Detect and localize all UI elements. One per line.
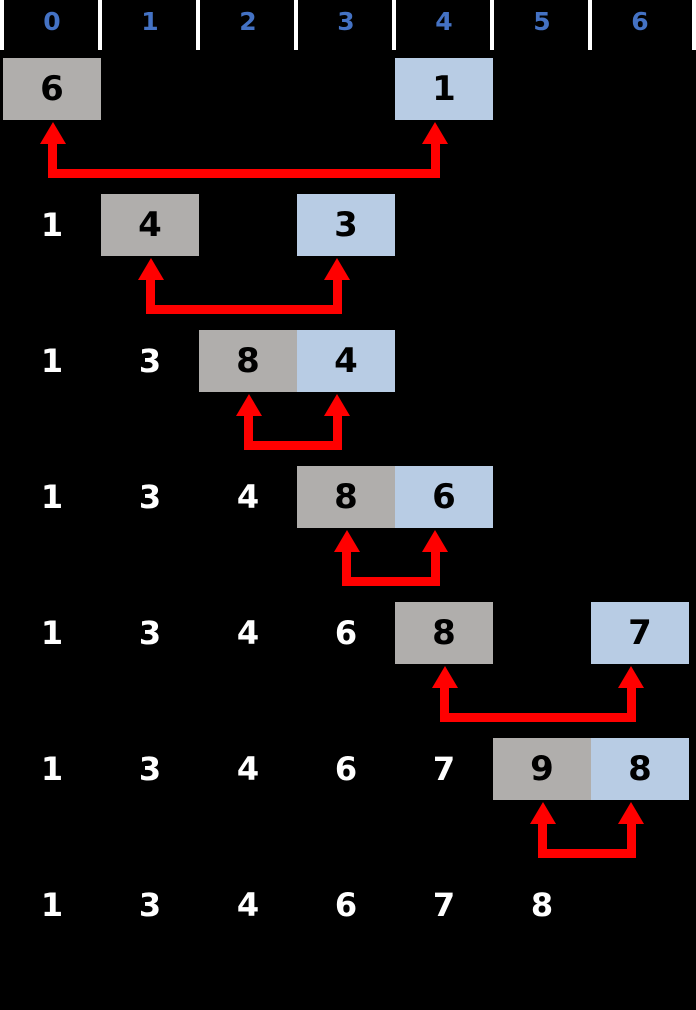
sorted-value-cell[interactable]: 1 — [40, 478, 64, 516]
sorted-value-cell[interactable]: 1 — [40, 614, 64, 652]
swap-arrow-bar — [145, 305, 342, 314]
index-label-4: 4 — [435, 7, 453, 36]
index-label-5: 5 — [533, 7, 551, 36]
sorted-value-cell[interactable]: 3 — [138, 478, 162, 516]
index-label-6: 6 — [631, 7, 649, 36]
sorted-value-cell[interactable]: 4 — [236, 478, 260, 516]
swap-arrow-bar — [537, 849, 636, 858]
swap-arrow-shaft-right — [626, 814, 636, 858]
arrow-head-up-right-icon — [617, 666, 644, 688]
index-label-2: 2 — [239, 7, 257, 36]
arrow-head-up-left-icon — [39, 122, 66, 144]
sorted-value-cell[interactable]: 1 — [40, 206, 64, 244]
arrow-head-up-right-icon — [323, 258, 350, 280]
sorted-value-cell[interactable]: 1 — [40, 342, 64, 380]
arrow-head-up-right-icon — [323, 394, 350, 416]
sorted-value-cell[interactable]: 4 — [236, 750, 260, 788]
swap-arrow-bar — [243, 441, 342, 450]
swap-arrow-shaft-left — [439, 678, 449, 722]
index-label-0: 0 — [43, 7, 61, 36]
compared-cell-gray[interactable]: 4 — [101, 194, 199, 256]
arrow-head-up-left-icon — [137, 258, 164, 280]
index-label-3: 3 — [337, 7, 355, 36]
sorted-value-cell[interactable]: 7 — [432, 750, 456, 788]
swap-arrow-shaft-right — [332, 270, 342, 314]
compared-cell-gray[interactable]: 9 — [493, 738, 591, 800]
arrow-head-up-right-icon — [617, 802, 644, 824]
swap-arrow-shaft-left — [537, 814, 547, 858]
sorted-value-cell[interactable]: 6 — [334, 886, 358, 924]
index-tick — [196, 0, 200, 50]
index-tick — [0, 0, 4, 50]
sorted-value-cell[interactable]: 3 — [138, 886, 162, 924]
compared-cell-blue[interactable]: 8 — [591, 738, 689, 800]
compared-cell-blue[interactable]: 3 — [297, 194, 395, 256]
arrow-head-up-left-icon — [431, 666, 458, 688]
swap-arrow-shaft-left — [145, 270, 155, 314]
sorted-value-cell[interactable]: 6 — [334, 614, 358, 652]
swap-arrow — [529, 802, 644, 858]
swap-arrow-bar — [341, 577, 440, 586]
compared-cell-gray[interactable]: 8 — [395, 602, 493, 664]
arrow-head-up-left-icon — [235, 394, 262, 416]
swap-arrow — [39, 122, 448, 178]
swap-arrow-shaft-right — [430, 134, 440, 178]
sorted-value-cell[interactable]: 6 — [334, 750, 358, 788]
index-ruler: 0 1 2 3 4 5 6 — [0, 0, 696, 50]
swap-arrow-bar — [47, 169, 440, 178]
compared-cell-blue[interactable]: 1 — [395, 58, 493, 120]
index-tick — [98, 0, 102, 50]
arrow-head-up-right-icon — [421, 530, 448, 552]
array-row: 1 3 4 6 7 8 — [0, 874, 696, 1010]
index-tick — [692, 0, 696, 50]
index-tick — [392, 0, 396, 50]
swap-arrow — [333, 530, 448, 586]
sorted-value-cell[interactable]: 1 — [40, 750, 64, 788]
index-label-1: 1 — [141, 7, 159, 36]
sorted-value-cell[interactable]: 8 — [530, 886, 554, 924]
swap-arrow-bar — [439, 713, 636, 722]
compared-cell-gray[interactable]: 6 — [3, 58, 101, 120]
compared-cell-blue[interactable]: 7 — [591, 602, 689, 664]
swap-arrow — [137, 258, 350, 314]
compared-cell-blue[interactable]: 6 — [395, 466, 493, 528]
arrow-head-up-left-icon — [529, 802, 556, 824]
sorted-value-cell[interactable]: 4 — [236, 614, 260, 652]
compared-cell-blue[interactable]: 4 — [297, 330, 395, 392]
sorted-value-cell[interactable]: 1 — [40, 886, 64, 924]
swap-arrow — [431, 666, 644, 722]
swap-arrow-shaft-left — [341, 542, 351, 586]
swap-arrow-shaft-left — [47, 134, 57, 178]
compared-cell-gray[interactable]: 8 — [199, 330, 297, 392]
swap-arrow — [235, 394, 350, 450]
swap-arrow-shaft-right — [430, 542, 440, 586]
sorted-value-cell[interactable]: 3 — [138, 342, 162, 380]
arrow-head-up-right-icon — [421, 122, 448, 144]
sorted-value-cell[interactable]: 7 — [432, 886, 456, 924]
index-tick — [490, 0, 494, 50]
swap-arrow-shaft-right — [332, 406, 342, 450]
swap-arrow-shaft-right — [626, 678, 636, 722]
compared-cell-gray[interactable]: 8 — [297, 466, 395, 528]
index-tick — [588, 0, 592, 50]
sorted-value-cell[interactable]: 3 — [138, 750, 162, 788]
sorted-value-cell[interactable]: 4 — [236, 886, 260, 924]
swap-arrow-shaft-left — [243, 406, 253, 450]
sorted-value-cell[interactable]: 3 — [138, 614, 162, 652]
arrow-head-up-left-icon — [333, 530, 360, 552]
index-tick — [294, 0, 298, 50]
